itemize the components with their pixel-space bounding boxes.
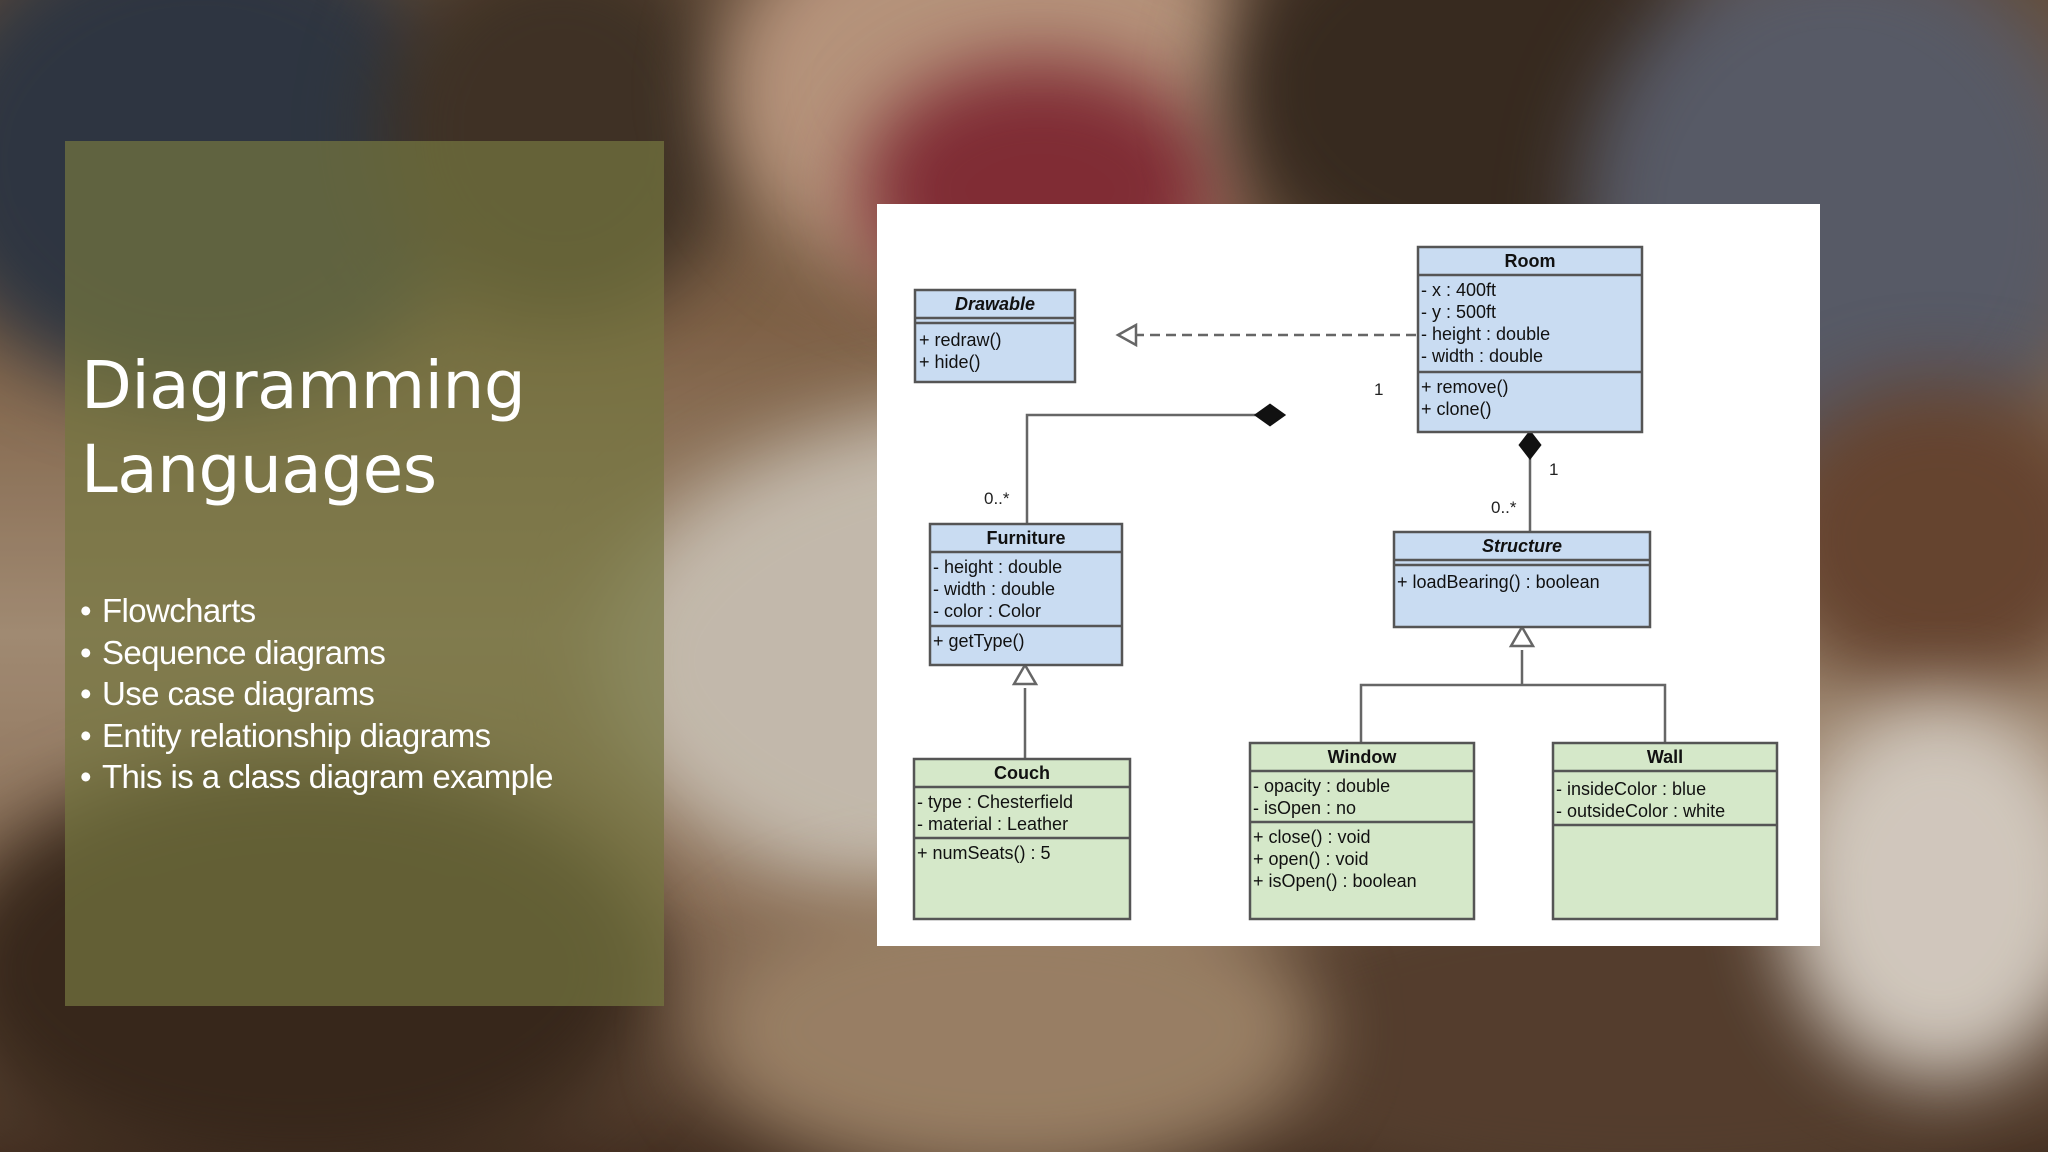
slide-title-line-2: Languages xyxy=(81,431,437,508)
composition-diamond-structure xyxy=(1518,429,1542,461)
class-window: Window - opacity : double - isOpen : no … xyxy=(1248,741,1476,921)
multiplicity-label: 1 xyxy=(1549,460,1558,479)
multiplicity-label: 0..* xyxy=(1491,498,1517,517)
class-structure: Structure + loadBearing() : boolean xyxy=(1392,530,1652,629)
inheritance-arrowhead-furniture xyxy=(1011,662,1039,686)
class-furniture: Furniture - height : double - width : do… xyxy=(928,522,1124,667)
class-attribute: - y : 500ft xyxy=(1421,302,1496,322)
class-name: Drawable xyxy=(955,294,1035,314)
inheritance-arrowhead-structure xyxy=(1508,624,1536,648)
class-method: + loadBearing() : boolean xyxy=(1397,572,1600,592)
class-wall: Wall - insideColor : blue - outsideColor… xyxy=(1551,741,1779,921)
class-method: + isOpen() : boolean xyxy=(1253,871,1417,891)
bullet-item: •Entity relationship diagrams xyxy=(80,716,491,754)
slide-title-line-1: Diagramming xyxy=(81,347,526,424)
bullet-item: •Use case diagrams xyxy=(80,675,375,712)
class-method: + clone() xyxy=(1421,399,1492,419)
bullet-list: •Flowcharts •Sequence diagrams •Use case… xyxy=(80,590,554,798)
bullet-item: •This is a class diagram example xyxy=(80,758,554,795)
class-attribute: - material : Leather xyxy=(917,814,1068,834)
multiplicity-label: 0..* xyxy=(984,489,1010,508)
slide-title: Diagramming Languages xyxy=(81,344,526,512)
bullet-item: •Sequence diagrams xyxy=(80,633,386,671)
class-attribute: - isOpen : no xyxy=(1253,798,1356,818)
class-attribute: - outsideColor : white xyxy=(1556,801,1725,821)
class-name: Wall xyxy=(1647,747,1683,767)
class-couch: Couch - type : Chesterfield - material :… xyxy=(912,757,1132,921)
inheritance-branch xyxy=(1359,683,1667,743)
class-name: Couch xyxy=(994,763,1050,783)
text-panel xyxy=(65,141,664,1006)
class-attribute: - height : double xyxy=(933,557,1062,577)
class-attribute: - x : 400ft xyxy=(1421,280,1496,300)
class-method: + numSeats() : 5 xyxy=(917,843,1051,863)
class-method: + redraw() xyxy=(919,330,1002,350)
class-method: + close() : void xyxy=(1253,827,1371,847)
composition-line-furniture xyxy=(1025,413,1256,524)
class-diagram: 1 0..* 1 0..* Drawable + redraw() + hide… xyxy=(877,204,1820,946)
class-attribute: - color : Color xyxy=(933,601,1041,621)
class-method: + hide() xyxy=(919,352,981,372)
class-diagram-svg: 1 0..* 1 0..* Drawable + redraw() + hide… xyxy=(912,245,1779,921)
class-attribute: - insideColor : blue xyxy=(1556,779,1706,799)
connectors xyxy=(1011,322,1667,759)
class-method: + open() : void xyxy=(1253,849,1369,869)
class-name: Furniture xyxy=(987,528,1066,548)
class-method: + getType() xyxy=(933,631,1025,651)
class-room: Room - x : 400ft - y : 500ft - height : … xyxy=(1416,245,1644,434)
class-name: Window xyxy=(1328,747,1398,767)
class-attribute: - type : Chesterfield xyxy=(917,792,1073,812)
class-method: + remove() xyxy=(1421,377,1509,397)
composition-diamond-furniture xyxy=(1253,403,1287,427)
bullet-item: •Flowcharts xyxy=(80,592,256,629)
class-attribute: - opacity : double xyxy=(1253,776,1390,796)
class-attribute: - width : double xyxy=(1421,346,1543,366)
multiplicity-label: 1 xyxy=(1374,380,1383,399)
class-name: Room xyxy=(1505,251,1556,271)
realization-arrowhead xyxy=(1115,322,1138,348)
class-attribute: - height : double xyxy=(1421,324,1550,344)
class-attribute: - width : double xyxy=(933,579,1055,599)
class-name: Structure xyxy=(1482,536,1562,556)
class-drawable: Drawable + redraw() + hide() xyxy=(913,288,1077,384)
